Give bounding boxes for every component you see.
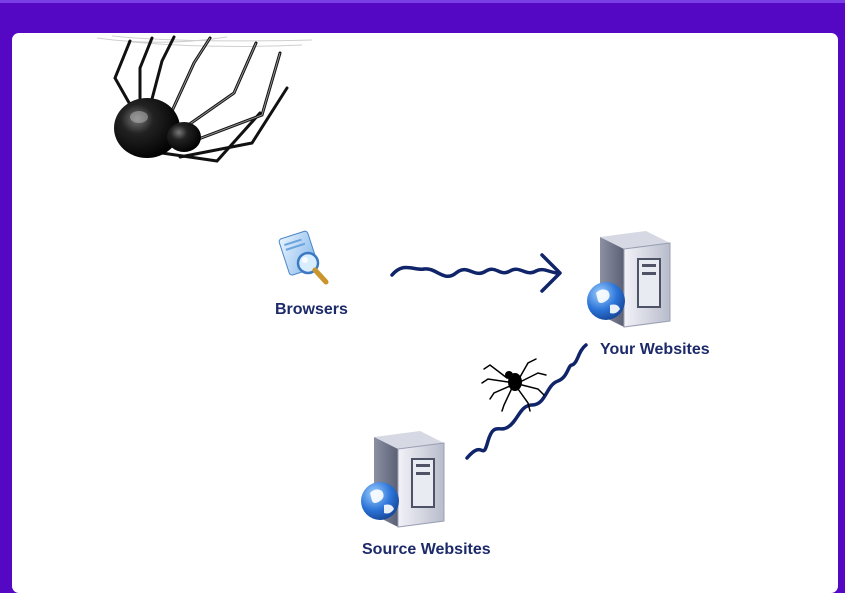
browsers-label: Browsers — [275, 301, 348, 318]
source-to-websites-line — [465, 343, 588, 460]
crawler-spider-icon — [481, 358, 547, 412]
diagram-canvas — [96, 35, 671, 528]
your-websites-server-icon — [587, 231, 671, 328]
browser-magnifier-icon — [278, 230, 329, 285]
browsers-to-websites-arrow — [390, 253, 562, 293]
source-websites-server-icon — [361, 431, 445, 528]
hanging-spider-icon — [96, 35, 313, 163]
diagram-panel: Browsers Your Websites Source Websites — [12, 33, 838, 593]
frame-top-line — [0, 0, 845, 3]
your-websites-label: Your Websites — [600, 341, 710, 358]
source-websites-label: Source Websites — [362, 541, 491, 558]
